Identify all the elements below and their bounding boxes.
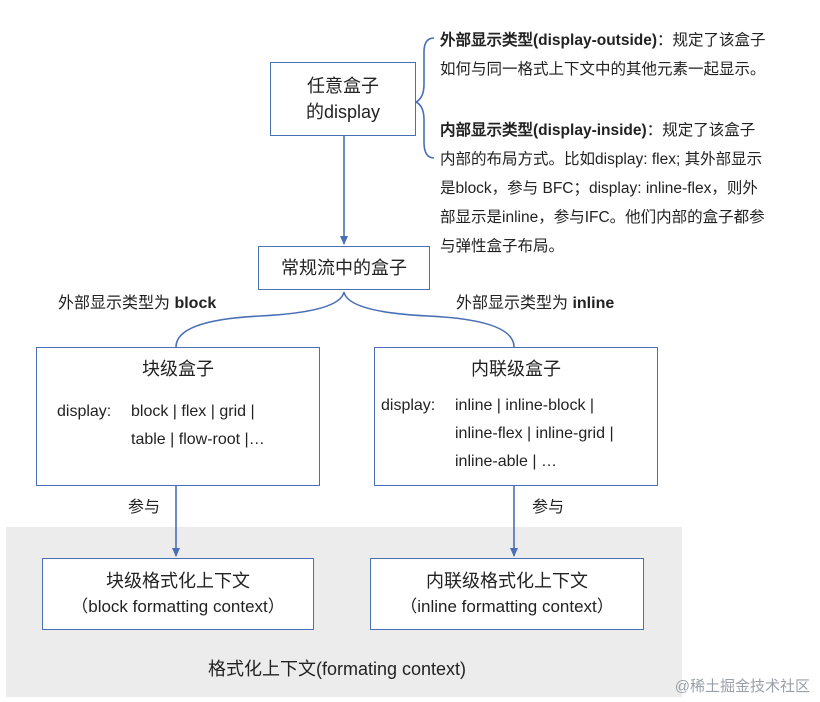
note-inside-text-4: 部显示是inline，参与IFC。他们内部的盒子都参 <box>440 209 765 226</box>
block-box-line2: table | flow-root |… <box>131 431 265 448</box>
edge-label-block-prefix: 外部显示类型为 <box>58 295 175 312</box>
note-outside-text-2: 如何与同一格式上下文中的其他元素一起显示。 <box>440 61 766 78</box>
inline-box-line2: inline-flex | inline-grid | <box>455 425 614 442</box>
block-box-title: 块级盒子 <box>142 359 214 379</box>
node-ifc: 内联级格式化上下文 （inline formatting context） <box>370 558 644 630</box>
node-bfc: 块级格式化上下文 （block formatting context） <box>42 558 314 630</box>
inline-box-line1: inline | inline-block | <box>455 397 595 414</box>
edge-label-inline-value: inline <box>572 295 615 312</box>
note-display-inside: 内部显示类型(display-inside)：规定了该盒子 内部的布局方式。比如… <box>440 116 812 261</box>
note-inside-text-5: 与弹性盒子布局。 <box>440 238 565 255</box>
any-box-line2: 的display <box>305 102 381 122</box>
node-block-box: 块级盒子 display: block | flex | grid | tabl… <box>36 347 320 486</box>
ifc-line1: 内联级格式化上下文 <box>426 571 588 591</box>
edge-label-block-value: block <box>174 295 217 312</box>
any-box-line1: 任意盒子 <box>307 76 379 96</box>
split-brace <box>175 291 515 348</box>
context-area-label: 格式化上下文(formating context) <box>208 659 467 679</box>
inline-box-title: 内联级盒子 <box>471 359 561 379</box>
node-inline-box: 内联级盒子 display: inline | inline-block | i… <box>374 347 658 486</box>
edge-label-inline: 外部显示类型为 inline <box>456 292 614 316</box>
note-inside-text-1: ：规定了该盒子 <box>646 122 756 139</box>
node-any-box: 任意盒子 的display <box>270 62 416 136</box>
note-outside-title: 外部显示类型(display-outside) <box>440 32 658 49</box>
block-box-line1: block | flex | grid | <box>131 403 255 420</box>
edge-label-block: 外部显示类型为 block <box>58 292 216 316</box>
note-inside-text-3: 是block，参与 BFC；display: inline-flex，则外 <box>440 180 758 197</box>
ifc-line2: （inline formatting context） <box>400 597 614 616</box>
edge-label-inline-prefix: 外部显示类型为 <box>456 295 573 312</box>
note-outside-text-1: ：规定了该盒子 <box>657 32 766 49</box>
inline-box-display-key: display: <box>381 397 436 414</box>
inline-box-line3: inline-able | … <box>455 453 557 470</box>
bfc-line2: （block formatting context） <box>71 597 285 616</box>
watermark: @稀土掘金技术社区 <box>674 678 810 695</box>
note-display-outside: 外部显示类型(display-outside)：规定了该盒子 如何与同一格式上下… <box>440 26 812 84</box>
edge-label-participate-left: 参与 <box>128 499 161 516</box>
node-normal-flow: 常规流中的盒子 <box>258 246 430 290</box>
notes-brace <box>414 37 435 159</box>
note-inside-title: 内部显示类型(display-inside) <box>440 122 647 139</box>
edge-label-participate-right: 参与 <box>532 499 565 516</box>
block-box-display-key: display: <box>57 403 112 420</box>
normal-flow-label: 常规流中的盒子 <box>281 258 407 278</box>
note-inside-text-2: 内部的布局方式。比如display: flex; 其外部显示 <box>440 151 763 168</box>
bfc-line1: 块级格式化上下文 <box>106 571 250 591</box>
